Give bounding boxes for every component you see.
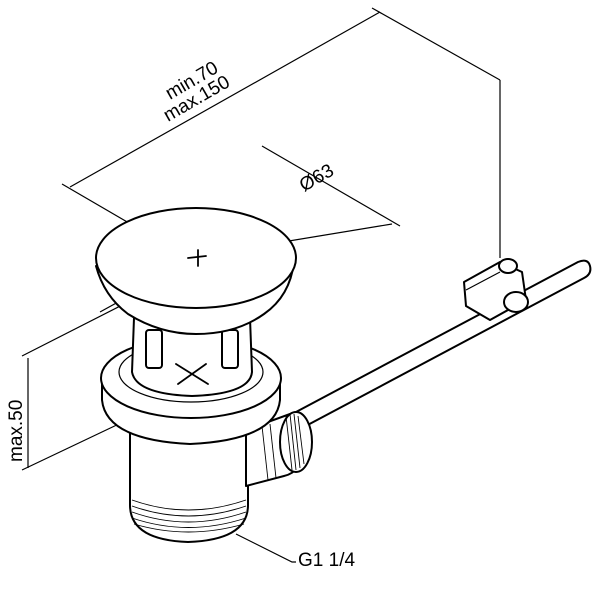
thread-callout: G1 1/4 [235,533,355,571]
pull-rod-assembly [295,258,592,429]
center-mark-b [177,363,207,385]
cage-window-left [145,329,163,369]
overflow-thread-lines [261,413,305,481]
diameter-extension-line-right [261,145,401,227]
clamp-knob [503,291,529,313]
reach-extension-line-right [371,7,501,81]
height-extension-line-top [21,299,133,357]
tail-thread-lines [131,499,247,533]
overflow-thread-ring [279,411,313,473]
reach-dimension-line [69,11,381,188]
height-dimension: max.50 [6,299,145,471]
waste-body [95,207,313,543]
thread-callout-label: G1 1/4 [298,550,355,571]
height-label: max.50 [6,400,27,462]
diameter-label: Ø63 [296,160,338,196]
threaded-tail [129,419,249,543]
thread-leader-line [235,533,296,563]
horizontal-pull-rod [295,259,592,429]
clamp-edge [465,271,501,291]
cage-window-right [221,329,239,369]
clamp-screw [498,258,518,274]
cap-center-mark-a [187,255,207,259]
